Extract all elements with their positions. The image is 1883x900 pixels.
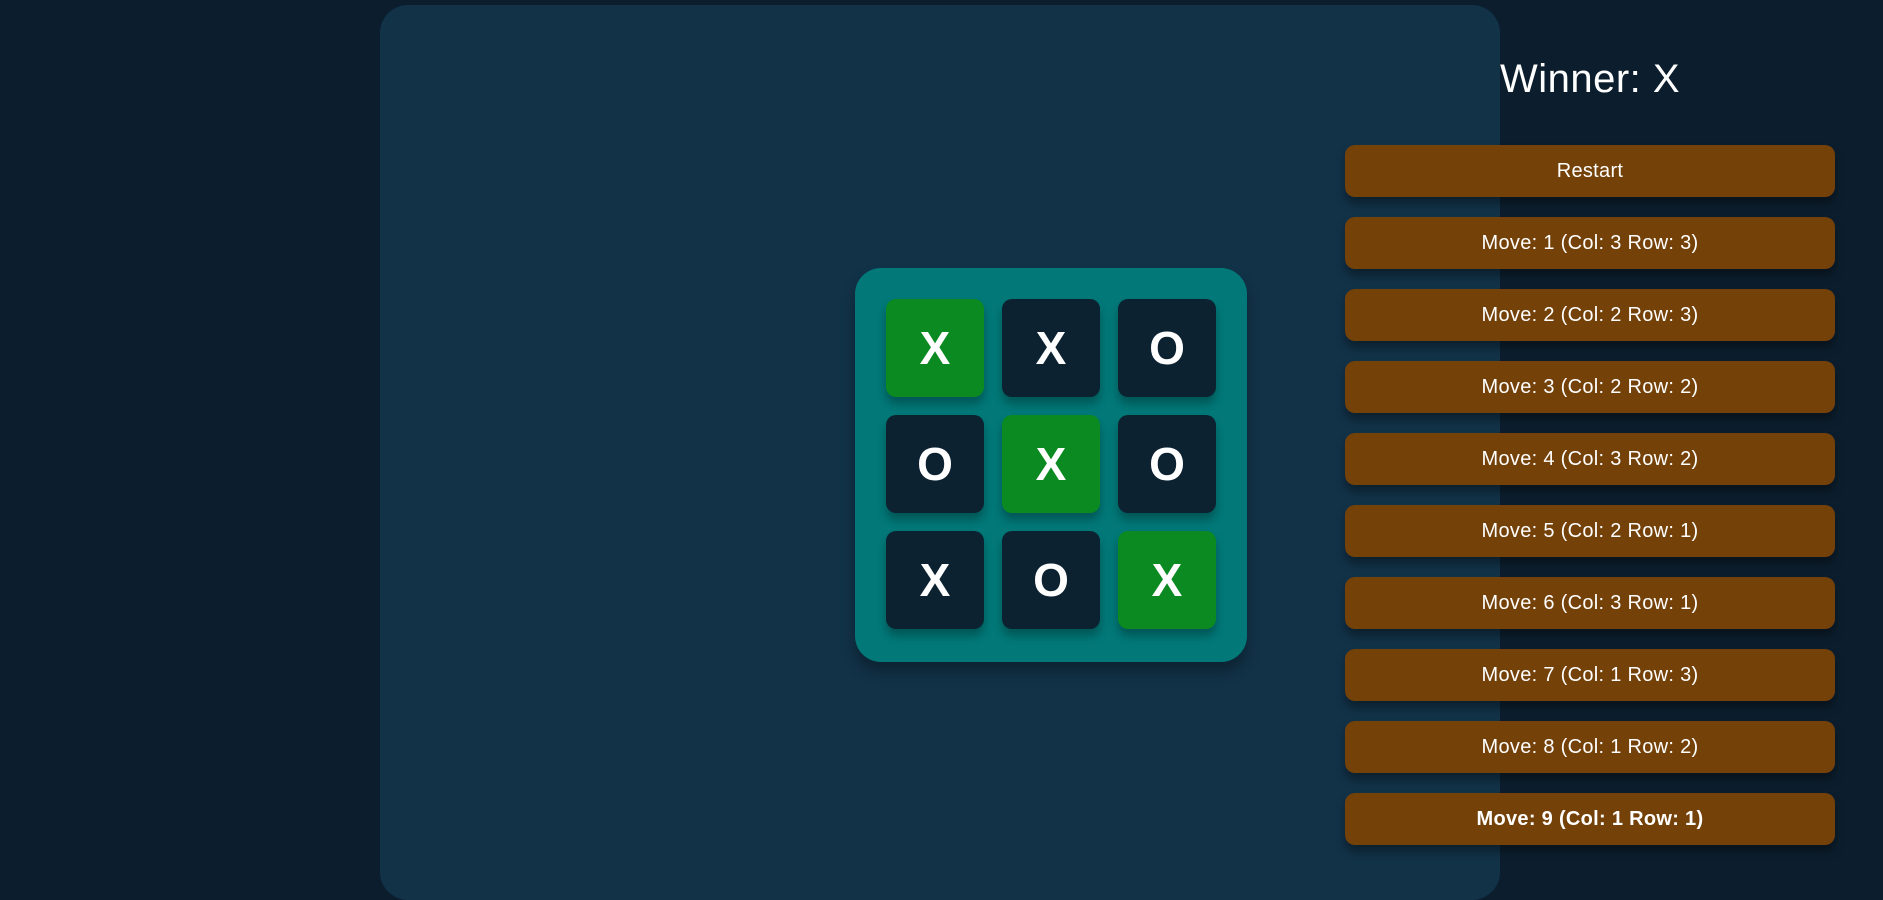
board-cell-r2c3[interactable]: O xyxy=(1118,415,1216,513)
move-button-6[interactable]: Move: 6 (Col: 3 Row: 1) xyxy=(1345,577,1835,629)
tic-tac-toe-board: X X O O X O X O X xyxy=(855,268,1247,662)
board-cell-r3c2[interactable]: O xyxy=(1002,531,1100,629)
move-button-9[interactable]: Move: 9 (Col: 1 Row: 1) xyxy=(1345,793,1835,845)
game-panel: X X O O X O X O X Winner: X Restart Move… xyxy=(380,5,1835,900)
restart-button[interactable]: Restart xyxy=(1345,145,1835,197)
board-cell-r1c1[interactable]: X xyxy=(886,299,984,397)
board-cell-r1c3[interactable]: O xyxy=(1118,299,1216,397)
move-button-1[interactable]: Move: 1 (Col: 3 Row: 3) xyxy=(1345,217,1835,269)
move-button-7[interactable]: Move: 7 (Col: 1 Row: 3) xyxy=(1345,649,1835,701)
move-history-list: Restart Move: 1 (Col: 3 Row: 3) Move: 2 … xyxy=(1345,145,1835,845)
board-cell-r1c2[interactable]: X xyxy=(1002,299,1100,397)
move-button-8[interactable]: Move: 8 (Col: 1 Row: 2) xyxy=(1345,721,1835,773)
move-button-4[interactable]: Move: 4 (Col: 3 Row: 2) xyxy=(1345,433,1835,485)
board-cell-r3c3[interactable]: X xyxy=(1118,531,1216,629)
move-button-2[interactable]: Move: 2 (Col: 2 Row: 3) xyxy=(1345,289,1835,341)
board-cell-r2c1[interactable]: O xyxy=(886,415,984,513)
board-cell-r2c2[interactable]: X xyxy=(1002,415,1100,513)
board-cell-r3c1[interactable]: X xyxy=(886,531,984,629)
move-button-3[interactable]: Move: 3 (Col: 2 Row: 2) xyxy=(1345,361,1835,413)
move-button-5[interactable]: Move: 5 (Col: 2 Row: 1) xyxy=(1345,505,1835,557)
winner-title: Winner: X xyxy=(1499,57,1681,101)
